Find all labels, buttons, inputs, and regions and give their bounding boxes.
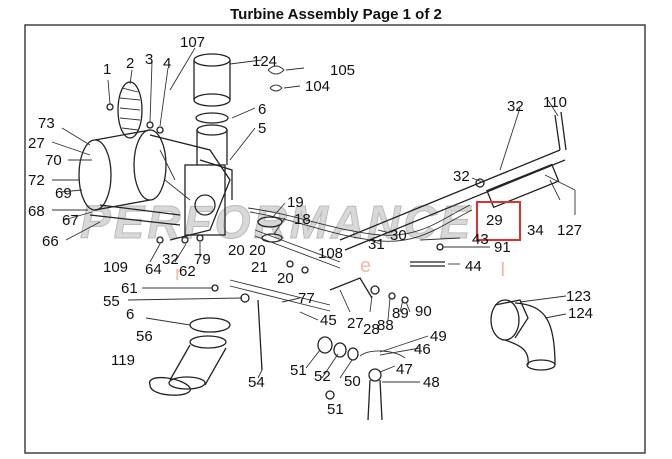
shaft-assembly xyxy=(211,216,409,312)
part-number-label: 30 xyxy=(390,227,407,244)
part-number-label: 56 xyxy=(136,328,153,345)
part-number-label: 29 xyxy=(486,212,503,229)
part-number-label: 70 xyxy=(45,152,62,169)
part-number-label: 34 xyxy=(527,222,544,239)
part-number-label: 69 xyxy=(55,185,72,202)
page-title: Turbine Assembly Page 1 of 2 xyxy=(230,6,442,23)
part-number-label: 51 xyxy=(290,362,307,379)
part-number-label: 51 xyxy=(327,401,344,418)
part-number-label: 32 xyxy=(507,98,524,115)
part-number-label: 127 xyxy=(557,222,582,239)
part-number-label: 3 xyxy=(145,51,153,68)
part-number-label: 20 xyxy=(228,242,245,259)
part-number-label: 66 xyxy=(42,233,59,250)
part-number-label: 72 xyxy=(28,172,45,189)
part-number-label: 105 xyxy=(330,62,355,79)
exhaust-pipe xyxy=(149,299,263,396)
elbow-fitting xyxy=(490,299,556,371)
part-number-label: 1 xyxy=(103,61,111,78)
part-number-label: 109 xyxy=(103,259,128,276)
part-number-label: 107 xyxy=(180,34,205,51)
part-number-label: 18 xyxy=(294,211,311,228)
part-number-label: 108 xyxy=(318,245,343,262)
part-number-label: 4 xyxy=(163,55,171,72)
part-number-label: 64 xyxy=(145,261,162,278)
part-number-label: 90 xyxy=(415,303,432,320)
impeller-part xyxy=(106,81,164,139)
part-number-label: 6 xyxy=(126,306,134,323)
part-number-label: 89 xyxy=(392,305,409,322)
part-number-label: 124 xyxy=(568,305,593,322)
part-number-label: 27 xyxy=(347,315,364,332)
part-number-label: 43 xyxy=(472,231,489,248)
part-number-label: 62 xyxy=(179,263,196,280)
part-number-label: 20 xyxy=(277,270,294,287)
part-number-label: 88 xyxy=(377,317,394,334)
part-number-label: 119 xyxy=(111,352,135,369)
part-number-label: 67 xyxy=(62,212,79,229)
control-linkage xyxy=(247,111,576,267)
part-number-label: 50 xyxy=(344,373,361,390)
part-number-label: 68 xyxy=(28,203,45,220)
part-number-label: 2 xyxy=(126,55,134,72)
part-number-label: 32 xyxy=(162,251,179,268)
part-number-label: 61 xyxy=(121,280,138,297)
part-number-label: 79 xyxy=(194,251,211,268)
part-number-label: 44 xyxy=(465,258,482,275)
part-number-label: 45 xyxy=(320,312,337,329)
part-number-label: 27 xyxy=(28,135,45,152)
part-number-label: 110 xyxy=(543,94,567,111)
part-number-label: 48 xyxy=(423,374,440,391)
part-number-label: 6 xyxy=(258,101,266,118)
part-number-label: 91 xyxy=(494,239,511,256)
part-number-label: 20 xyxy=(249,242,266,259)
fasteners xyxy=(156,178,485,274)
part-number-label: 104 xyxy=(305,78,330,95)
leader-lines xyxy=(51,47,567,383)
part-number-label: 28 xyxy=(363,321,380,338)
part-number-label: 55 xyxy=(103,293,120,310)
part-number-label: 124 xyxy=(252,53,277,70)
part-number-label: 73 xyxy=(38,115,55,132)
watermark-fragment: r xyxy=(175,263,182,285)
intake-pipe xyxy=(193,53,285,165)
part-number-label: 52 xyxy=(314,368,331,385)
part-number-label: 46 xyxy=(414,341,431,358)
watermark-fragment: I xyxy=(500,259,506,281)
part-number-label: 47 xyxy=(396,361,413,378)
turbine-housing xyxy=(78,129,233,241)
diagram-frame xyxy=(24,24,646,454)
part-number-label: 32 xyxy=(453,168,470,185)
part-number-label: 77 xyxy=(298,290,315,307)
part-number-label: 49 xyxy=(430,328,447,345)
part-number-label: 5 xyxy=(258,120,266,137)
part-number-label: 19 xyxy=(287,194,304,211)
part-number-label: 123 xyxy=(566,288,591,305)
part-number-label: 21 xyxy=(251,259,268,276)
part-number-label: 54 xyxy=(248,374,265,391)
highlight-box xyxy=(476,201,521,241)
watermark-fragment: e xyxy=(360,255,371,277)
part-number-label: 31 xyxy=(368,236,385,253)
